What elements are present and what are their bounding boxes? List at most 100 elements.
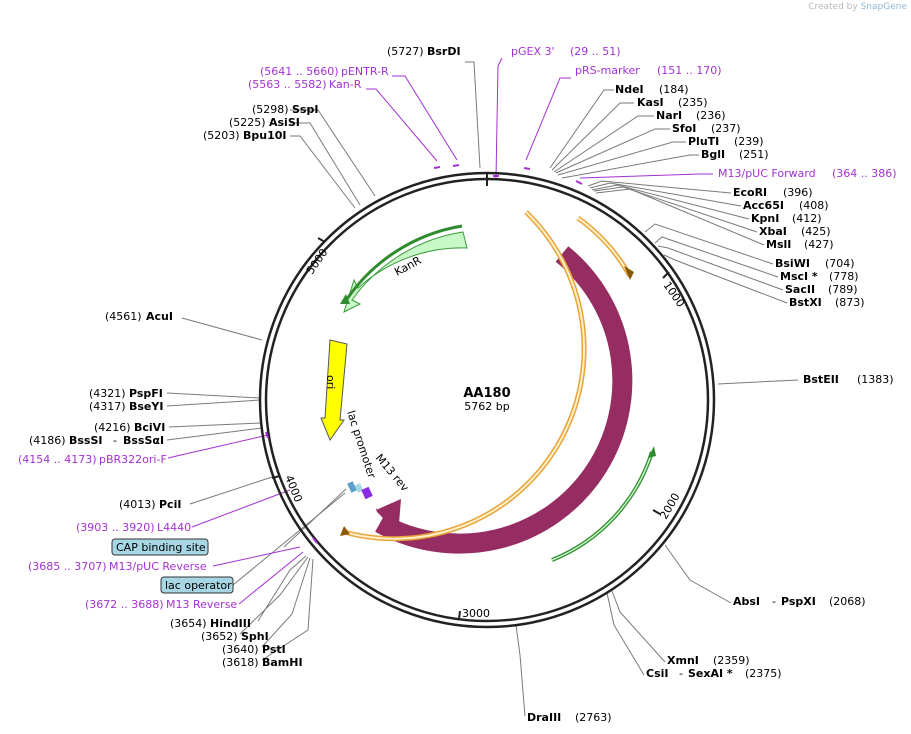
m13puc-rev-name: M13/pUC Reverse	[109, 560, 207, 573]
plasmid-name: AA180	[463, 386, 510, 401]
acui-pos: (4561)	[105, 310, 142, 323]
lac-operator-box: lac operator	[160, 576, 234, 594]
acc65i-pos: (408)	[799, 199, 829, 212]
bsiwi-pos: (704)	[825, 257, 855, 270]
lac-operator-label: lac operator	[165, 579, 232, 592]
ndei-name: NdeI	[615, 83, 644, 96]
bsteii-name: BstEII	[803, 373, 839, 386]
bsrdi-pos: (5727)	[387, 45, 424, 58]
tick-label-2000: 2000	[657, 491, 682, 522]
prs-name: pRS-marker	[575, 64, 640, 77]
nari-name: NarI	[656, 109, 682, 122]
pgex3-pos: (29 .. 51)	[570, 45, 621, 58]
sacii-pos: (789)	[828, 283, 858, 296]
kpni-name: KpnI	[751, 212, 779, 225]
kan-pos: (5563 .. 5582)	[248, 78, 327, 91]
ecori-name: EcoRI	[733, 186, 767, 199]
credit-text: Created by	[808, 2, 858, 12]
ori-label: ori	[324, 375, 337, 389]
bpu10i-name: Bpu10I	[243, 129, 287, 142]
sacas9-feature	[375, 246, 633, 554]
plasmid-length: 5762 bp	[464, 400, 509, 413]
asisi-pos: (5225)	[229, 116, 266, 129]
draiii-name: DraIII	[527, 711, 561, 724]
bsssi-sep: -	[113, 434, 117, 447]
bseyi-pos: (4317)	[89, 400, 126, 413]
bamhi-name: BamHI	[262, 656, 303, 669]
kanr-feature	[340, 224, 468, 313]
bamhi-pos: (3618)	[222, 656, 259, 669]
m13puc-rev-pos: (3685 .. 3707)	[28, 560, 107, 573]
xbai-pos: (425)	[801, 225, 831, 238]
csii-sep: -	[679, 667, 683, 680]
pentr-name: pENTR-R	[341, 65, 389, 78]
msci-pos: (778)	[829, 270, 859, 283]
kasi-name: KasI	[637, 96, 664, 109]
primer-leaders	[167, 57, 713, 605]
bsssai-name: BssSαI	[123, 434, 164, 447]
bcivi-pos: (4216)	[94, 421, 131, 434]
sspi-pos: (5298)	[252, 103, 289, 116]
hindiii-pos: (3654)	[170, 617, 207, 630]
bcivi-name: BciVI	[134, 421, 165, 434]
xmni-pos: (2359)	[713, 654, 750, 667]
absi-sep: -	[772, 595, 776, 608]
pspfi-pos: (4321)	[89, 387, 126, 400]
m13-rev-label: M13 rev	[373, 452, 412, 495]
sexai-name: SexAI *	[688, 667, 733, 680]
pgex3-name: pGEX 3'	[511, 45, 555, 58]
bpu10i-pos: (5203)	[203, 129, 240, 142]
snapgene-credit: Created by SnapGene	[808, 2, 907, 12]
absi-name: AbsI	[733, 595, 760, 608]
cap-binding-box: CAP binding site	[111, 538, 209, 556]
snapgene-logo: SnapGene	[860, 2, 907, 12]
pcii-name: PciI	[159, 498, 181, 511]
kasi-pos: (235)	[678, 96, 708, 109]
kpni-pos: (412)	[792, 212, 822, 225]
bgli-name: BglI	[701, 148, 725, 161]
m13-reverse-pos: (3672 .. 3688)	[85, 598, 164, 611]
sacas9-label: SaCas9	[595, 489, 629, 535]
lac-promoter-label: lac promoter	[344, 409, 378, 480]
bsssi-name: BssSI	[69, 434, 103, 447]
msci-name: MscI *	[780, 270, 818, 283]
draiii-pos: (2763)	[575, 711, 612, 724]
pspfi-name: PspFI	[129, 387, 163, 400]
ori-feature	[320, 339, 348, 442]
cap-binding-label: CAP binding site	[116, 541, 206, 554]
prs-pos: (151 .. 170)	[657, 64, 722, 77]
bseyi-name: BseYI	[129, 400, 163, 413]
msli-pos: (427)	[804, 238, 834, 251]
bstxi-name: BstXI	[789, 296, 822, 309]
m13fwd-name: M13/pUC Forward	[718, 167, 816, 180]
lac-features	[347, 481, 373, 500]
pentr-pos: (5641 .. 5660)	[260, 65, 339, 78]
sfoi-pos: (237)	[711, 122, 741, 135]
msli-name: MslI	[766, 238, 791, 251]
ndei-pos: (184)	[659, 83, 689, 96]
label-leaders	[166, 61, 799, 717]
bsiwi-name: BsiWI	[775, 257, 810, 270]
pbr-pos: (4154 .. 4173)	[18, 453, 97, 466]
sphi-name: SphI	[241, 630, 269, 643]
xmni-name: XmnI	[667, 654, 699, 667]
kan-name: Kan-R	[329, 78, 362, 91]
sspi-name: SspI	[292, 103, 318, 116]
pluti-name: PluTI	[688, 135, 719, 148]
asisi-name: AsiSI	[269, 116, 300, 129]
scale-ticks	[271, 237, 670, 620]
hindiii-name: HindIII	[210, 617, 251, 630]
pcii-pos: (4013)	[119, 498, 156, 511]
sphi-pos: (3652)	[201, 630, 238, 643]
bgli-pos: (251)	[739, 148, 769, 161]
csii-name: CsiI	[646, 667, 668, 680]
psti-name: PstI	[262, 643, 286, 656]
psti-pos: (3640)	[222, 643, 259, 656]
translation-arcs	[340, 210, 656, 562]
absi-pos: (2068)	[829, 595, 866, 608]
bsteii-pos: (1383)	[857, 373, 894, 386]
bsrdi-name: BsrDI	[427, 45, 461, 58]
bstxi-pos: (873)	[835, 296, 865, 309]
tick-label-3000: 3000	[462, 607, 490, 620]
